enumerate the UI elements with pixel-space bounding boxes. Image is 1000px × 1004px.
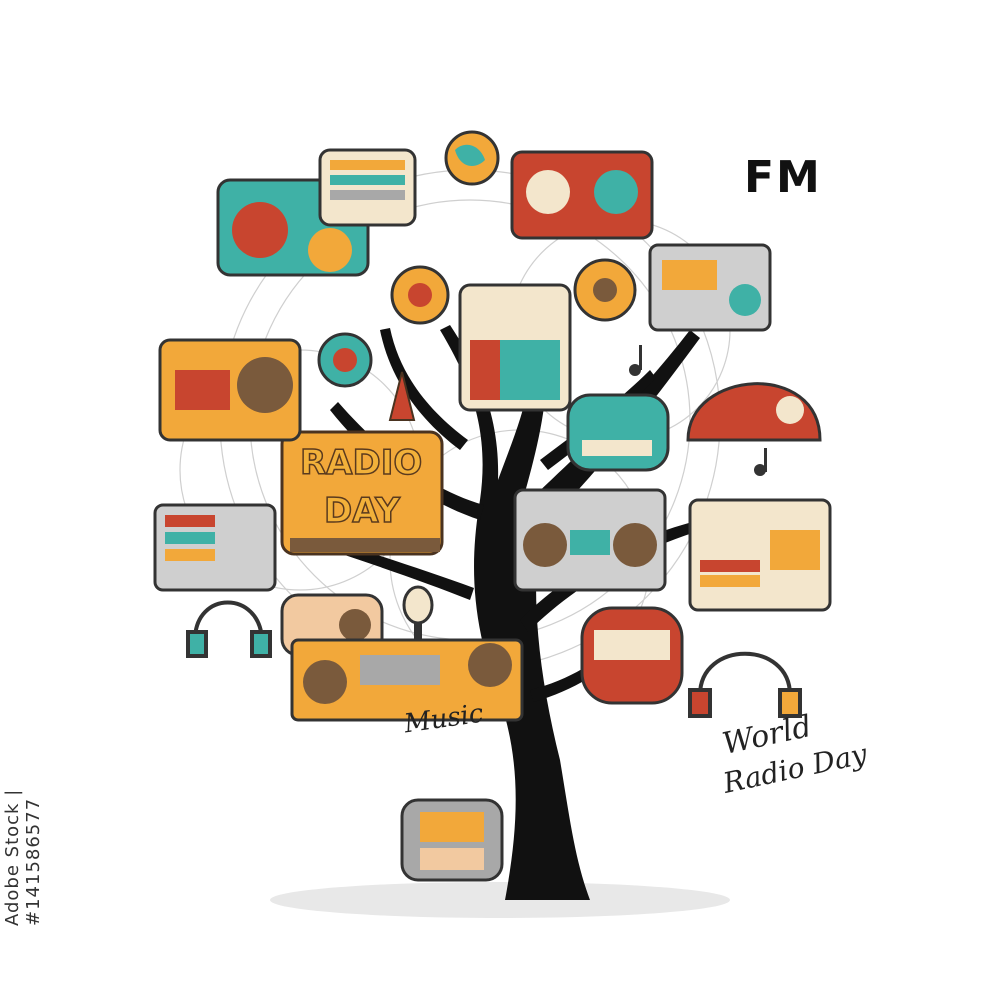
boombox-icon (513, 488, 667, 592)
cassette-player-icon (648, 243, 772, 332)
stock-id-label: Adobe Stock | #141586577 (2, 788, 44, 926)
telephone-icon (390, 265, 450, 325)
striped-radio-icon (318, 148, 417, 227)
clock-radio-icon (510, 150, 654, 240)
speaker-disc-icon (573, 258, 637, 322)
round-red-radio-icon (580, 606, 684, 705)
small-radio-left-icon (153, 503, 277, 592)
rounded-radio-icon (566, 393, 670, 472)
microphone-icon (402, 585, 434, 642)
sign-line1: RADIO (300, 443, 422, 483)
radio-day-sign: RADIO DAY (280, 371, 444, 556)
dome-radio-icon (686, 382, 822, 442)
music-notes (629, 345, 767, 476)
retro-radio-left-icon (158, 338, 302, 442)
ground-shadow (270, 882, 730, 918)
sign-line2: DAY (324, 491, 400, 531)
retro-tv-icon (400, 798, 504, 882)
headphones-right-icon (688, 651, 802, 718)
cassette-deck-icon (290, 638, 524, 722)
target-speaker-icon (317, 332, 373, 388)
globe-icon (444, 130, 500, 186)
radio-right-icon (688, 498, 832, 612)
fm-label: FM (744, 152, 822, 203)
headphones-left-icon (186, 600, 272, 658)
keyboard-radio-icon (458, 283, 572, 412)
